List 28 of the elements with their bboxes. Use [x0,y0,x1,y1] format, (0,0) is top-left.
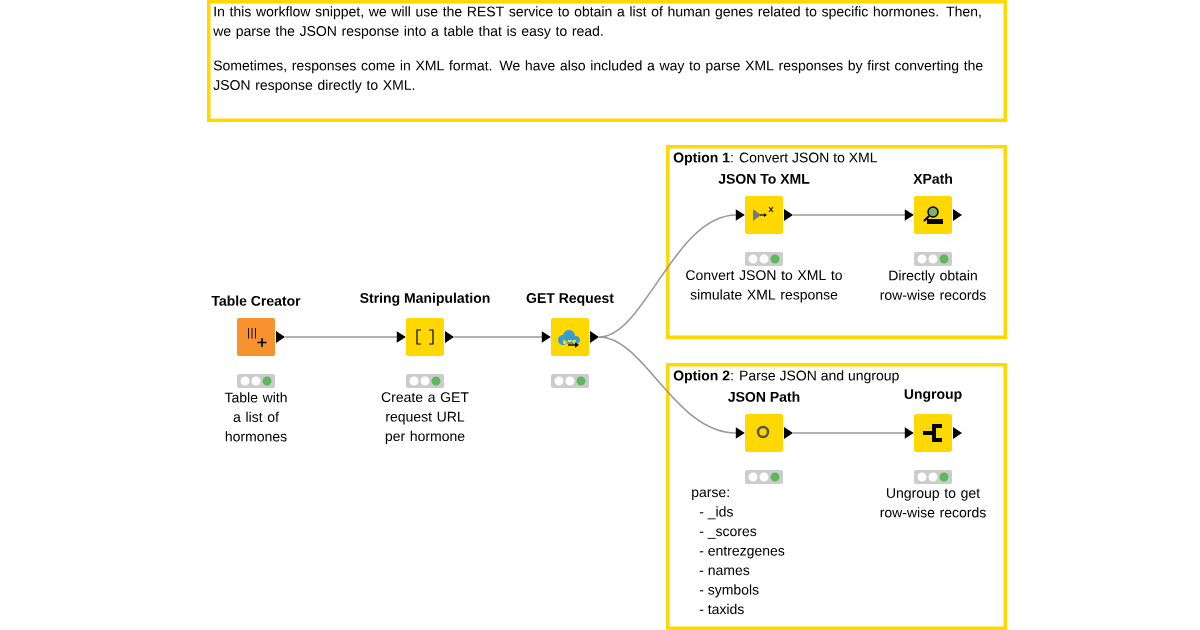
description-text: - _scores [699,528,757,539]
node-title: Table Creator [211,295,301,306]
node-title: JSON Path [728,391,800,402]
paragraph: In this workflow snippet, we will use the REST service to obtain a list of human genes related to specific hormones. Then, we parse the JSON response into a table that is easy to read. [213,6,981,39]
connector [453,331,551,343]
description-text: - _ids [699,506,733,520]
description-text: - entrezgenes [699,546,785,559]
connector [284,331,406,343]
description-text: Create a GET request URL per hormone [381,392,469,444]
node-title: Ungroup [904,389,962,402]
description-text: Convert JSON to XML to simulate XML response [686,270,842,303]
description-text: Table with a list of hormones [224,392,287,442]
group-title: Option 2: Parse JSON and ungroup [673,370,899,384]
description-text: Directly obtain row-wise records [880,270,986,300]
node-title: XPath [913,173,952,184]
group-title: Option 1: Convert JSON to XML [673,152,878,166]
paragraph: Sometimes, responses come in XML format. We have also included a way to parse XML responses by first converting the JSON response directly to XML. [213,60,983,93]
description-text: - taxids [699,603,744,615]
connector [598,336,745,439]
node-title: GET Request [526,293,614,306]
description-text: - names [699,567,750,576]
description-text: - symbols [699,584,759,598]
description-text: Ungroup to get row-wise records [880,488,986,518]
node-title: String Manipulation [360,292,490,306]
node-title: JSON To XML [718,173,810,184]
connector [792,209,914,221]
connector [792,427,914,439]
description-text: parse: [692,489,729,500]
